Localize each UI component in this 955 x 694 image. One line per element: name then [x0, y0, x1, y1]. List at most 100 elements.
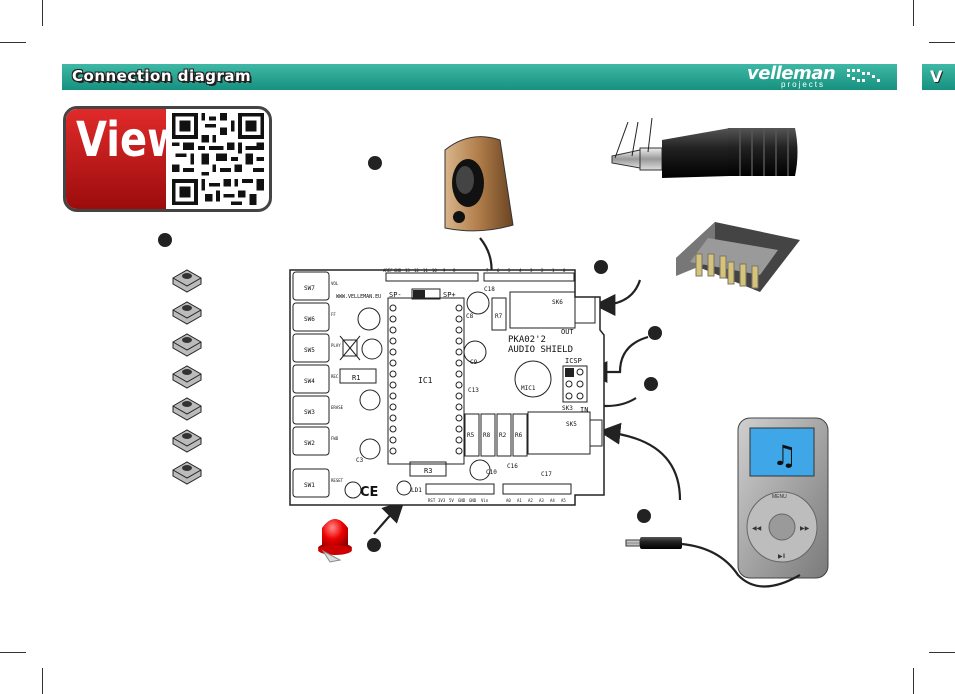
pin-label: A3	[539, 498, 544, 503]
label-c13: C13	[468, 387, 479, 394]
bullet-mic	[644, 377, 658, 391]
svg-text:◀◀: ◀◀	[752, 526, 762, 532]
pin-label: 10	[432, 268, 437, 273]
svg-text:▶▶: ▶▶	[800, 526, 810, 532]
crop-mark	[42, 668, 43, 694]
crop-mark	[0, 42, 26, 43]
pin-label: 8	[453, 268, 456, 273]
label-r8: R8	[483, 432, 491, 439]
brand-subtitle: projects	[781, 80, 826, 89]
next-page-tab: V	[922, 64, 955, 90]
header-bar: Connection diagram velleman projects	[62, 63, 897, 90]
label-sk3: SK3	[562, 405, 573, 412]
pin-label: GND	[469, 498, 477, 503]
pin-label: AREF	[383, 268, 393, 273]
label-c9: C9	[470, 359, 478, 366]
crop-mark	[913, 0, 914, 26]
bullet-icsp	[648, 326, 662, 340]
pcb-model: PKA02'2	[508, 335, 546, 345]
speaker-icon	[444, 136, 514, 232]
page-title: Connection diagram	[72, 67, 252, 85]
pin-label: A2	[528, 498, 533, 503]
label-ld1: LD1	[411, 487, 422, 494]
crop-mark	[0, 652, 26, 653]
crop-mark	[42, 0, 43, 26]
switch-label: SW1	[304, 482, 315, 489]
switch-label: SW6	[304, 316, 315, 323]
pin-label: 2	[541, 268, 544, 273]
view-label: View	[76, 113, 185, 169]
label-in: IN	[580, 406, 588, 414]
label-sp-plus: SP+	[443, 291, 456, 299]
label-r6: R6	[515, 432, 523, 439]
music-player-icon: ♫ MENU ◀◀ ▶▶ ▶ll	[737, 417, 829, 579]
label-r1: R1	[352, 374, 360, 382]
switch-func: RESET	[331, 478, 344, 483]
pcb-name: AUDIO SHIELD	[508, 345, 573, 355]
label-c17: C17	[541, 471, 552, 478]
svg-text:MENU: MENU	[772, 494, 787, 500]
crop-mark	[929, 652, 955, 653]
pin-label: 7	[486, 268, 489, 273]
led-icon	[318, 519, 352, 563]
pcb-website: WWW.VELLEMAN.EU	[336, 294, 381, 300]
icsp-header-icon	[676, 222, 800, 292]
switch-func: ERASE	[331, 405, 344, 410]
velleman-logo: velleman projects	[747, 63, 887, 89]
switch-func: FF	[331, 312, 336, 317]
small-jack-icon	[625, 537, 682, 549]
bullet-led	[367, 538, 381, 552]
label-sk5: SK5	[566, 421, 577, 428]
brand-dots-icon	[847, 69, 880, 82]
pin-label: 5V	[449, 498, 454, 503]
label-r2: R2	[499, 432, 507, 439]
label-sk6: SK6	[552, 299, 563, 306]
switch-label: SW5	[304, 347, 315, 354]
pin-label: 9	[443, 268, 446, 273]
label-r3: R3	[424, 467, 432, 475]
label-c16: C16	[507, 463, 518, 470]
switch-func: PLAY	[331, 343, 341, 348]
ce-mark-icon: CE	[360, 485, 378, 500]
pin-label: 3V3	[438, 498, 446, 503]
label-icsp: ICSP	[565, 357, 582, 365]
label-sp-minus: SP-	[389, 291, 402, 299]
bullet-in	[637, 509, 651, 523]
qr-view-badge[interactable]: View	[63, 106, 272, 212]
switch-func: REC	[331, 374, 339, 379]
label-c8: C8	[466, 313, 474, 320]
pcb-board: CE	[289, 269, 605, 506]
label-mic1: MIC1	[521, 385, 536, 392]
svg-text:♫: ♫	[772, 439, 797, 472]
switch-func: VOL	[331, 281, 339, 286]
pin-label: 4	[519, 268, 522, 273]
crop-mark	[913, 668, 914, 694]
switch-label: SW4	[304, 378, 315, 385]
crop-mark	[929, 42, 955, 43]
pin-label: 11	[423, 268, 428, 273]
pin-label: 5	[508, 268, 511, 273]
view-panel: View	[66, 109, 184, 209]
weee-bin-icon	[339, 335, 361, 361]
pin-label: 13	[405, 268, 410, 273]
pin-label: GND	[394, 268, 402, 273]
pin-label: RST	[428, 498, 436, 503]
switch-func: FWD	[331, 436, 339, 441]
label-r7: R7	[495, 313, 503, 320]
pin-label: 3	[530, 268, 533, 273]
qr-code-icon	[172, 113, 264, 205]
brand-name: velleman	[747, 63, 836, 84]
bullet-out	[594, 260, 608, 274]
label-ic1: IC1	[418, 376, 433, 385]
pin-label: Vin	[481, 498, 489, 503]
pin-label: 12	[414, 268, 419, 273]
pin-label: 6	[497, 268, 500, 273]
label-c3: C3	[356, 457, 364, 464]
pin-label: A1	[517, 498, 522, 503]
pin-label: A4	[550, 498, 555, 503]
bullet-speaker	[368, 156, 382, 170]
label-c18: C18	[484, 286, 495, 293]
pin-label: GND	[458, 498, 466, 503]
pin-label: 0	[563, 268, 566, 273]
